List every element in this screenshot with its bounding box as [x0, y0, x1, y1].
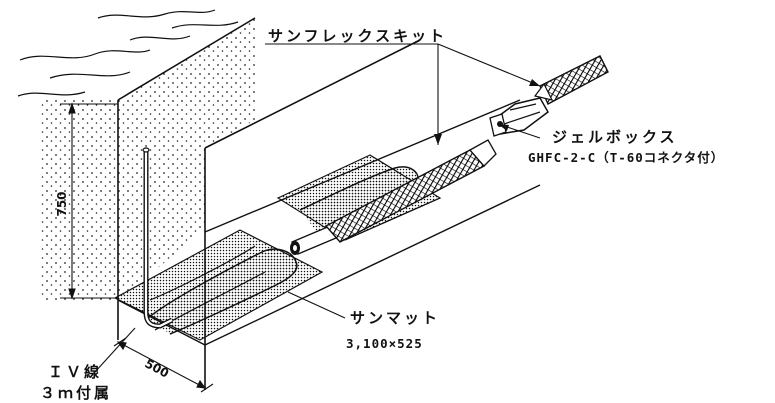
sun-mat-size-label: 3,100×525 [346, 336, 423, 351]
iv-wire-note-label: ３ｍ付属 [40, 384, 113, 402]
sunflex-kit-label: サンフレックスキット [268, 27, 448, 45]
gel-box-model-label: GHFC-2-C（T-60コネクタ付） [528, 150, 725, 165]
depth-dimension-value: 750 [55, 191, 69, 216]
leader-lines [94, 43, 541, 373]
width-dimension-value: 500 [143, 356, 172, 380]
iv-wire-label: ＩＶ線 [48, 363, 103, 381]
supply-cable [533, 55, 609, 105]
soil-cross-section [40, 17, 421, 390]
depth-dimension [60, 102, 118, 300]
heating-cable [290, 139, 497, 255]
iv-wire [142, 147, 174, 329]
sun-mat-front [113, 229, 324, 341]
gel-box-label: ジェルボックス [552, 128, 678, 146]
leader-arrowheads [434, 79, 540, 145]
ground-surface-lines [17, 9, 239, 97]
sun-mat-label: サンマット [350, 309, 441, 327]
sun-mat-rear [276, 154, 442, 241]
gel-box [489, 97, 549, 137]
width-dimension [113, 337, 214, 393]
